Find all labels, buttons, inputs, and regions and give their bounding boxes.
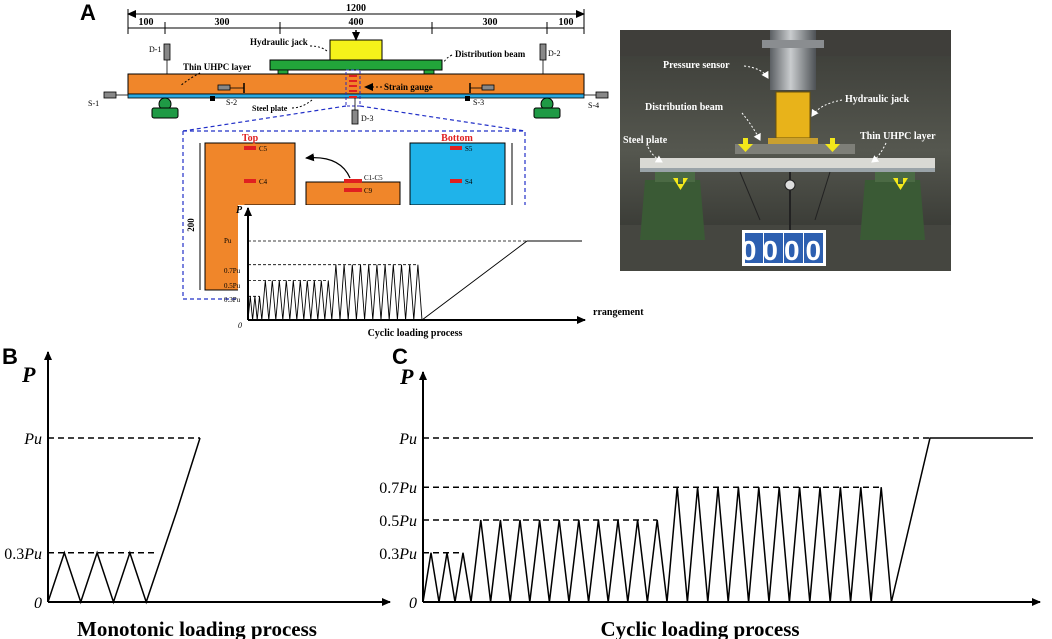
small-plot-level-pu: Pu [224, 237, 232, 245]
section-mid-shape [305, 181, 401, 206]
distribution-beam-shape [269, 59, 443, 71]
small-plot-p-axis: P [236, 205, 243, 216]
label-hydraulic-jack: Hydraulic jack [250, 37, 308, 47]
display-value: 0000 [741, 235, 827, 266]
monotonic-loading-chart: 0 0.3Pu Pu [4, 351, 391, 612]
small-plot-level-03: 0.3Pu [224, 296, 241, 304]
dimension-seg-2: 300 [215, 17, 230, 28]
dimension-line [127, 9, 585, 34]
panel-label-c: C [392, 344, 408, 369]
small-loading-plot [244, 207, 586, 324]
chart-c-ylabel: P [399, 364, 414, 389]
chart-c-tick-3: 0.7Pu [379, 480, 417, 497]
dimension-seg-1: 100 [139, 17, 154, 28]
chart-c-tick-2: 0.5Pu [379, 513, 417, 530]
chart-b-tick-0: 0 [34, 595, 42, 612]
dimension-total: 1200 [346, 3, 366, 14]
cyclic-loading-chart: 0 0.3Pu 0.5Pu 0.7Pu Pu [379, 371, 1041, 612]
chart-b-tick-2: Pu [23, 431, 42, 448]
section-callout-box [182, 105, 526, 300]
chart-b-series-line [47, 437, 201, 605]
label-c5: C5 [259, 145, 268, 153]
label-d2: D-2 [548, 49, 560, 58]
small-plot-overflow-text: rrangement [593, 307, 644, 318]
small-plot-xlabel: Cyclic loading process [368, 328, 463, 339]
label-s1: S-1 [88, 99, 99, 108]
photo-label-pressure-sensor: Pressure sensor [663, 60, 730, 71]
label-top: Top [242, 133, 259, 144]
panel-label-b: B [2, 344, 18, 369]
display-digits: 0000 [741, 233, 827, 266]
label-c9: C9 [364, 187, 373, 195]
panel-label-a: A [80, 0, 96, 25]
section-bottom-shape [409, 142, 506, 206]
label-d3: D-3 [361, 114, 373, 123]
photo-label-distribution-beam: Distribution beam [645, 102, 724, 113]
photo-label-thin-uhpc-layer: Thin UHPC layer [860, 131, 936, 142]
label-s2: S-2 [226, 98, 237, 107]
chart-b-xlabel: Monotonic loading process [77, 617, 317, 639]
chart-b-tick-1: 0.3Pu [4, 546, 42, 563]
section-height-label: 200 [186, 218, 196, 232]
small-plot-level-07: 0.7Pu [224, 267, 241, 275]
small-plot-origin: 0 [238, 321, 242, 330]
photo-label-hydraulic-jack: Hydraulic jack [845, 94, 910, 105]
dimension-seg-3: 400 [349, 17, 364, 28]
label-s3: S-3 [473, 98, 484, 107]
right-support [533, 97, 561, 119]
label-s5: S5 [465, 145, 473, 153]
chart-c-tick-1: 0.3Pu [379, 546, 417, 563]
label-d1: D-1 [149, 45, 161, 54]
label-distribution-beam: Distribution beam [455, 49, 526, 59]
dimension-seg-5: 100 [559, 17, 574, 28]
label-bottom: Bottom [441, 133, 473, 144]
chart-c-tick-0: 0 [409, 595, 417, 612]
photo-label-steel-plate: Steel plate [623, 135, 668, 146]
chart-c-tick-4: Pu [398, 431, 417, 448]
left-support [151, 97, 179, 119]
label-thin-uhpc-layer: Thin UHPC layer [183, 62, 251, 72]
label-s4: S-4 [588, 101, 599, 110]
label-strain-gauge: Strain gauge [384, 82, 433, 92]
small-plot-level-05: 0.5Pu [224, 282, 241, 290]
label-c4: C4 [259, 178, 268, 186]
dimension-seg-4: 300 [483, 17, 498, 28]
label-steel-plate: Steel plate [252, 104, 288, 113]
chart-c-xlabel: Cyclic loading process [600, 617, 799, 639]
chart-b-ylabel: P [21, 362, 36, 387]
hydraulic-jack-block [329, 39, 383, 61]
label-c1c5: C1-C5 [364, 174, 383, 182]
label-s4-gauge: S4 [465, 178, 473, 186]
